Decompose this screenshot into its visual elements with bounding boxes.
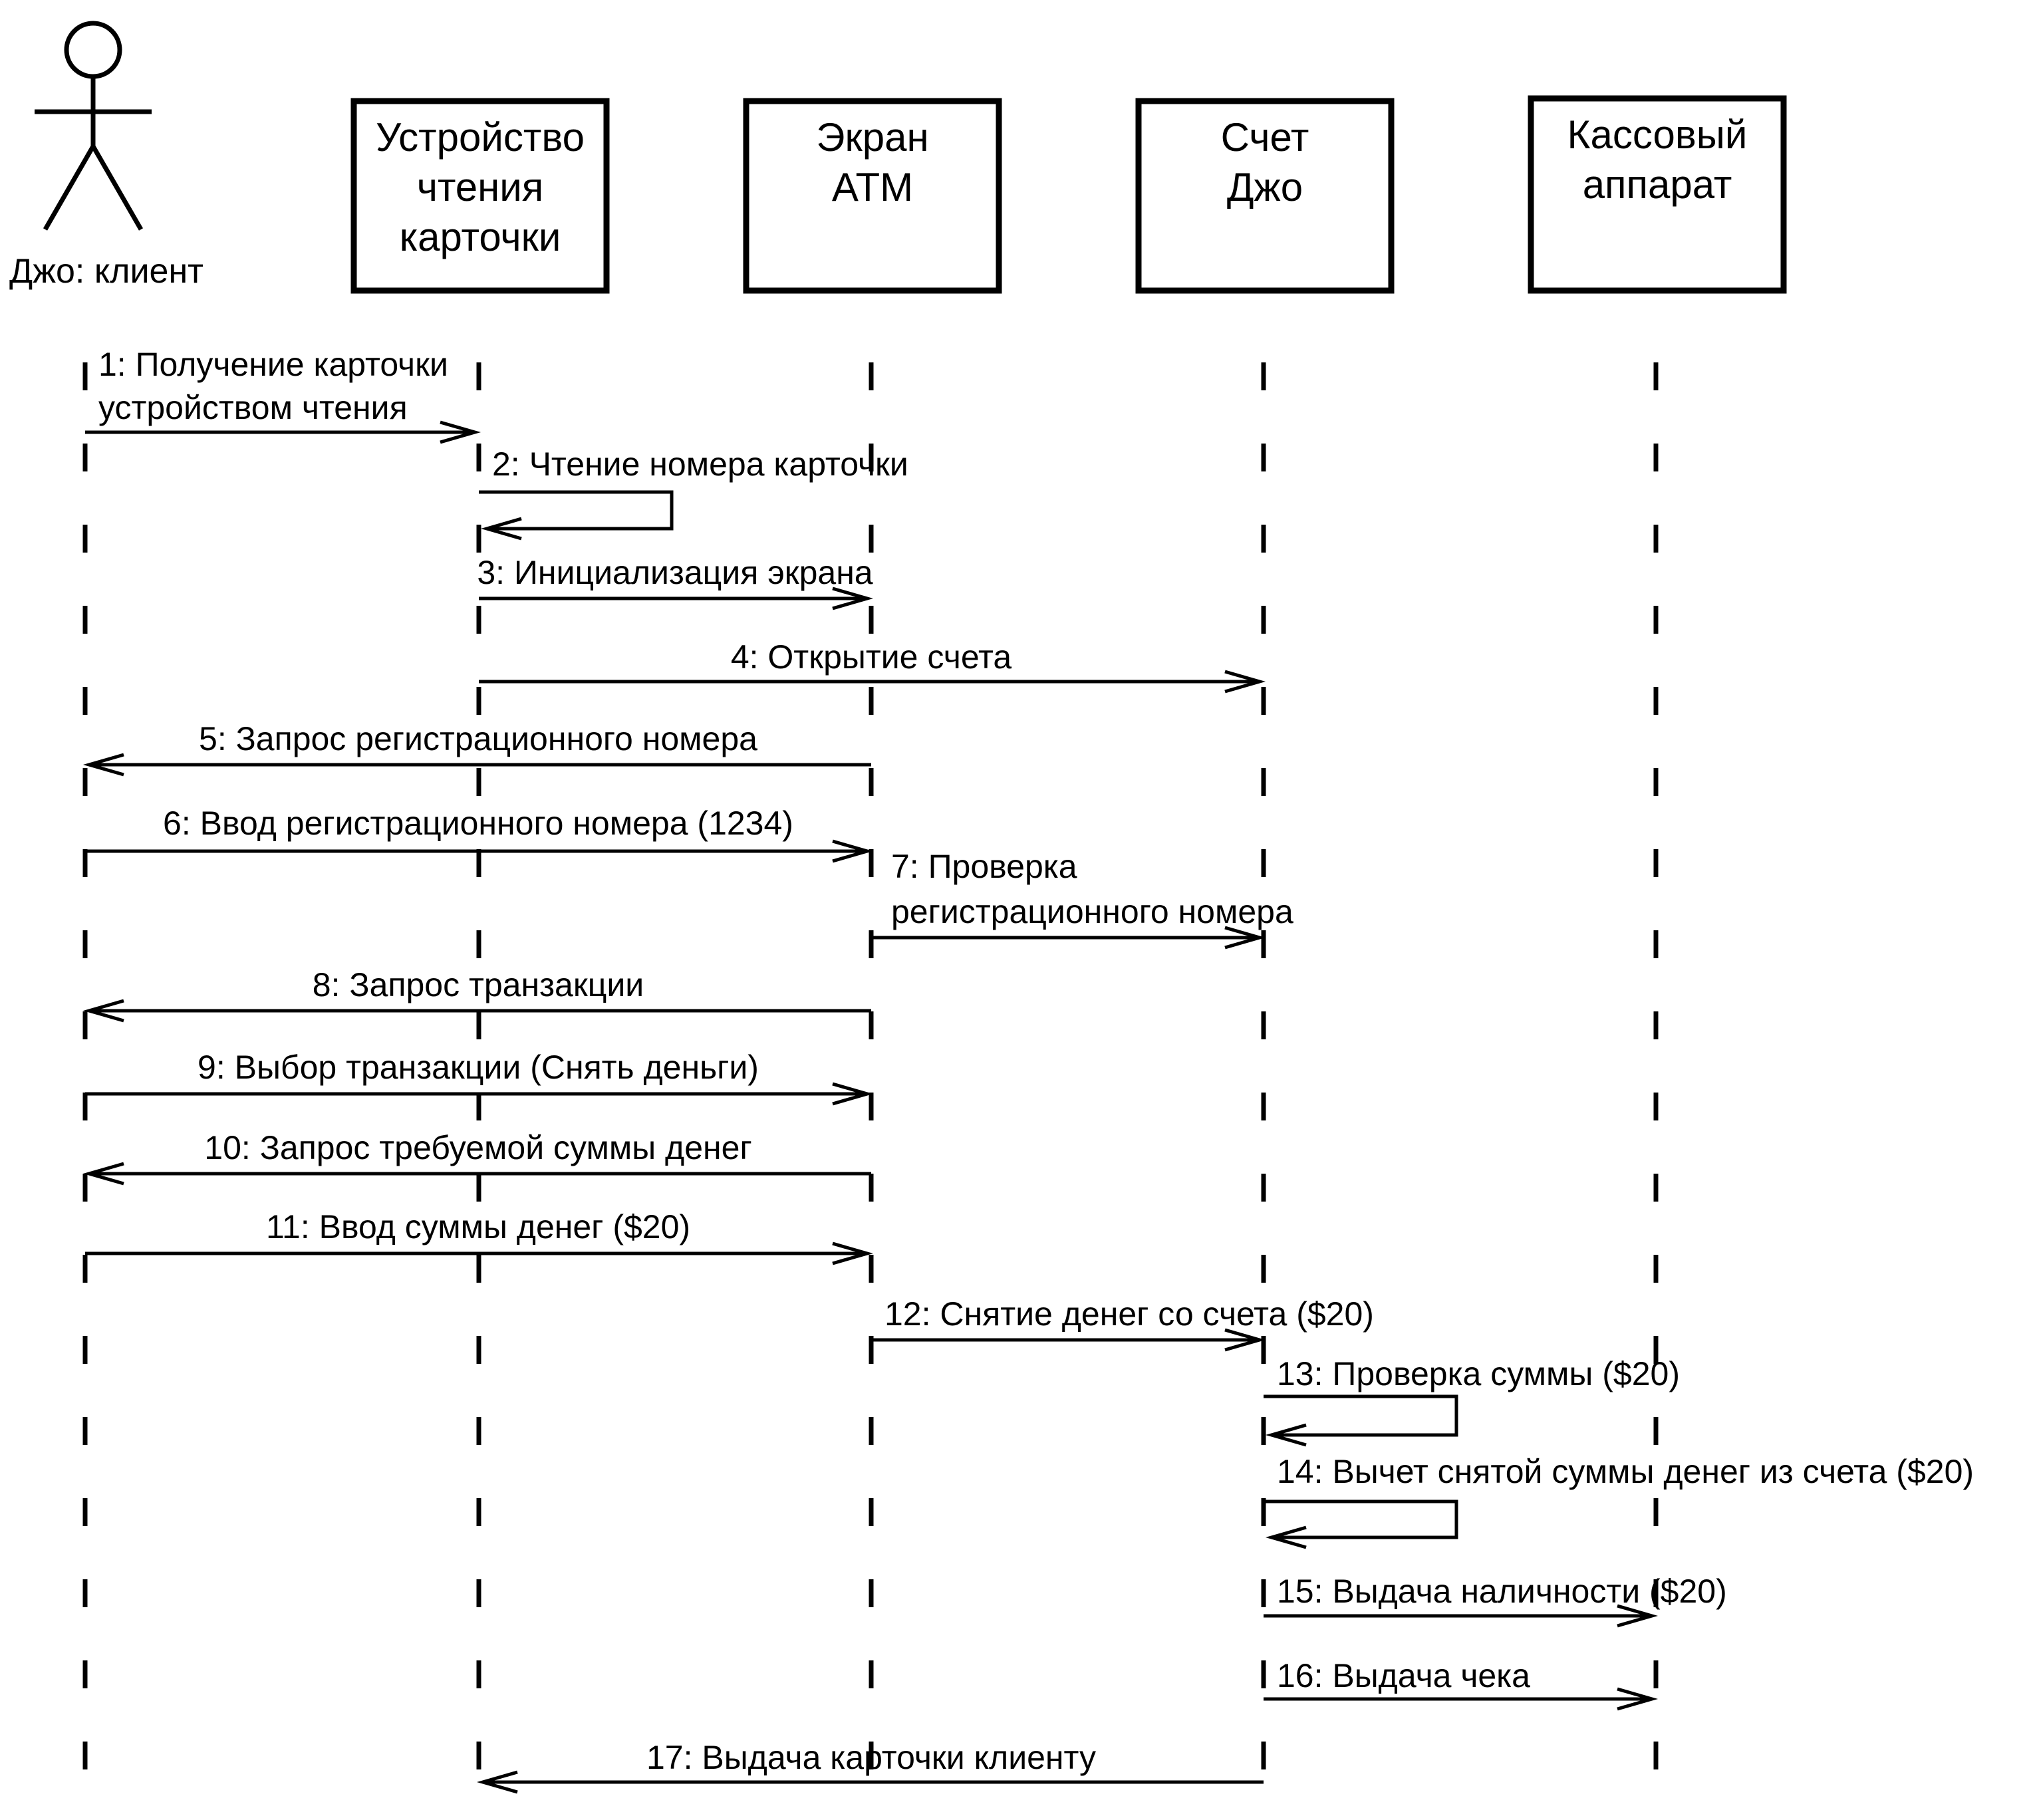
object-label-line: аппарат: [1583, 162, 1732, 207]
object-label-line: Кассовый: [1567, 112, 1748, 157]
arrowhead: [832, 1241, 874, 1265]
message-1: 1: Получение карточки устройством чтения: [85, 346, 481, 444]
self-message-line: [1264, 1499, 1458, 1539]
arrowhead: [440, 420, 481, 444]
arrowhead: [1617, 1604, 1659, 1628]
message-8: 8: Запрос транзакции: [82, 966, 871, 1023]
arrowhead: [832, 839, 874, 863]
message-label: 5: Запрос регистрационного номера: [199, 720, 757, 757]
message-14: 14: Вычет снятой суммы денег из счета ($…: [1264, 1453, 1974, 1549]
message-label: 11: Ввод суммы денег ($20): [266, 1208, 690, 1245]
message-16: 16: Выдача чека: [1264, 1657, 1659, 1711]
object-label-line: Джо: [1227, 165, 1303, 209]
self-message-line: [1264, 1394, 1458, 1437]
arrowhead: [1224, 926, 1266, 950]
arrowhead: [1224, 670, 1266, 694]
object-box-frame: [1528, 95, 1787, 294]
object-box-frame: [350, 98, 610, 294]
object-box-frame: [743, 98, 1002, 294]
message-12: 12: Снятие денег со счета ($20): [871, 1295, 1374, 1352]
message-label: 4: Открытие счета: [731, 638, 1012, 676]
arrowhead: [832, 1082, 874, 1106]
message-4: 4: Открытие счета: [479, 638, 1266, 694]
self-message-line: [479, 490, 674, 531]
object-label-line: Экран: [816, 115, 928, 160]
message-label: 9: Выбор транзакции (Снять деньги): [198, 1049, 759, 1086]
message-9: 9: Выбор транзакции (Снять деньги): [85, 1049, 874, 1106]
message-label: 6: Ввод регистрационного номера (1234): [163, 805, 793, 842]
arrowhead: [82, 999, 124, 1023]
message-label: 8: Запрос транзакции: [313, 966, 644, 1003]
message-15: 15: Выдача наличности ($20): [1264, 1573, 1727, 1628]
message-label: 3: Инициализация экрана: [477, 554, 873, 591]
object-label-line: ATM: [832, 165, 913, 209]
object-label-line: Устройство: [376, 115, 585, 160]
arrowhead: [480, 517, 522, 541]
message-5: 5: Запрос регистрационного номера: [82, 720, 871, 777]
arrowhead: [82, 1162, 124, 1186]
message-2: 2: Чтение номера карточки: [479, 446, 908, 541]
message-label: 10: Запрос требуемой суммы денег: [204, 1129, 751, 1166]
actor-head: [64, 21, 122, 79]
actor-name: Джо: клиент: [9, 252, 203, 291]
message-11: 11: Ввод суммы денег ($20): [85, 1208, 874, 1265]
message-17: 17: Выдача карточки клиенту: [476, 1739, 1264, 1794]
message-label: 1: Получение карточки: [98, 346, 448, 383]
message-label: 12: Снятие денег со счета ($20): [884, 1295, 1374, 1333]
message-label: регистрационного номера: [891, 893, 1293, 930]
actor: Джо: клиент: [9, 21, 203, 291]
arrowhead: [1265, 1423, 1307, 1447]
message-6: 6: Ввод регистрационного номера (1234): [85, 805, 874, 863]
message-label: 15: Выдача наличности ($20): [1277, 1573, 1727, 1610]
actor-right-leg: [90, 145, 144, 231]
message-10: 10: Запрос требуемой суммы денег: [82, 1129, 871, 1186]
message-label: 7: Проверка: [891, 848, 1077, 885]
object-box-reader: Устройство чтения карточки: [350, 98, 610, 294]
message-3: 3: Инициализация экрана: [477, 554, 874, 610]
arrowhead: [82, 753, 124, 777]
arrowhead: [1265, 1525, 1307, 1549]
message-label: 2: Чтение номера карточки: [492, 446, 908, 483]
object-box-frame: [1135, 98, 1395, 294]
object-label-line: чтения: [417, 165, 544, 209]
message-label: 16: Выдача чека: [1277, 1657, 1530, 1694]
object-box-cashbox: Кассовый аппарат: [1528, 95, 1787, 294]
message-label: 14: Вычет снятой суммы денег из счета ($…: [1277, 1453, 1974, 1490]
object-label-line: Счет: [1221, 115, 1309, 160]
message-label: 17: Выдача карточки клиенту: [646, 1739, 1096, 1776]
message-label: 13: Проверка суммы ($20): [1277, 1355, 1680, 1392]
message-13: 13: Проверка суммы ($20): [1264, 1355, 1680, 1447]
object-label-line: карточки: [400, 215, 561, 259]
arrowhead: [832, 586, 874, 610]
arrowhead: [476, 1770, 518, 1794]
message-7: 7: Проверка регистрационного номера: [871, 848, 1293, 950]
actor-left-leg: [43, 145, 96, 231]
arrowhead: [1617, 1687, 1659, 1711]
message-label: устройством чтения: [98, 389, 408, 426]
arrowhead: [1224, 1328, 1266, 1352]
